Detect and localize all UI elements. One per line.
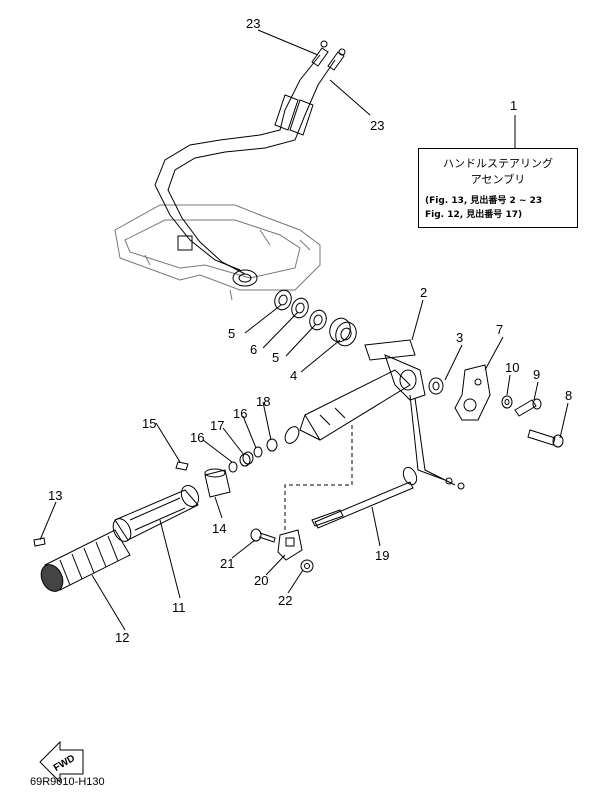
cables bbox=[154, 47, 345, 275]
callout-2: 2 bbox=[420, 285, 427, 300]
callout-17: 17 bbox=[210, 418, 224, 433]
shift-rod-19 bbox=[311, 466, 418, 529]
callout-4: 4 bbox=[290, 368, 297, 383]
callout-6: 6 bbox=[250, 342, 257, 357]
spring-17 bbox=[239, 451, 254, 467]
callout-20: 20 bbox=[254, 573, 268, 588]
callout-15: 15 bbox=[142, 416, 156, 431]
drawing-code: 69R9010-H130 bbox=[30, 776, 105, 788]
callout-9: 9 bbox=[533, 367, 540, 382]
leader-lines bbox=[39, 29, 569, 631]
callout-16-left: 16 bbox=[190, 430, 204, 445]
assembly-ref-line1: (Fig. 13, 見出番号 2 ~ 23 bbox=[425, 196, 543, 206]
callout-3: 3 bbox=[456, 330, 463, 345]
callout-14: 14 bbox=[212, 521, 226, 536]
washer-6 bbox=[291, 297, 309, 319]
engine-bracket-outline bbox=[114, 204, 321, 301]
bolt-9 bbox=[514, 398, 542, 417]
screw-13 bbox=[33, 537, 46, 547]
callout-7: 7 bbox=[496, 322, 503, 337]
assembly-title-line1: ハンドルステアリング bbox=[443, 157, 553, 170]
callout-5-upper: 5 bbox=[228, 326, 235, 341]
washer-5-lower bbox=[309, 309, 327, 331]
reference-dashed-line bbox=[284, 425, 353, 530]
callout-19: 19 bbox=[375, 548, 389, 563]
callout-10: 10 bbox=[505, 360, 519, 375]
assembly-ref-line2: Fig. 12, 見出番号 17) bbox=[425, 210, 523, 220]
washer-16-right bbox=[253, 446, 263, 458]
collar-3 bbox=[428, 377, 444, 395]
bush-4 bbox=[329, 317, 357, 347]
assembly-title-line2: アセンブリ bbox=[470, 173, 526, 186]
callout-22: 22 bbox=[278, 593, 292, 608]
washer-5-upper bbox=[274, 289, 292, 311]
callout-11: 11 bbox=[172, 600, 186, 615]
friction-piece-14 bbox=[204, 468, 231, 498]
throttle-shaft-11 bbox=[112, 484, 200, 542]
callout-12: 12 bbox=[115, 630, 129, 645]
washer-16-left bbox=[228, 461, 238, 473]
steering-handle-2 bbox=[284, 339, 465, 490]
callout-23-top: 23 bbox=[246, 16, 260, 31]
plate-7 bbox=[454, 364, 491, 421]
callout-21: 21 bbox=[220, 556, 234, 571]
assembly-note-box: ハンドルステアリング アセンブリ (Fig. 13, 見出番号 2 ~ 23 F… bbox=[418, 148, 578, 228]
pivot-bushing bbox=[232, 269, 258, 287]
cable-end-23 bbox=[320, 40, 346, 56]
callout-5-lower: 5 bbox=[272, 350, 279, 365]
grip-12 bbox=[40, 529, 131, 592]
washer-10 bbox=[501, 395, 513, 409]
nut-18 bbox=[266, 438, 278, 452]
screw-15 bbox=[175, 461, 189, 471]
bracket-20 bbox=[277, 529, 303, 561]
screw-21 bbox=[250, 528, 276, 543]
nut-22 bbox=[300, 559, 314, 573]
callout-16-right: 16 bbox=[233, 406, 247, 421]
callout-18: 18 bbox=[256, 394, 270, 409]
callout-13: 13 bbox=[48, 488, 62, 503]
callout-23-bottom: 23 bbox=[370, 118, 384, 133]
fwd-arrow-icon bbox=[39, 740, 84, 784]
callout-8: 8 bbox=[565, 388, 572, 403]
bolt-8 bbox=[527, 429, 564, 448]
callout-1: 1 bbox=[510, 98, 517, 113]
